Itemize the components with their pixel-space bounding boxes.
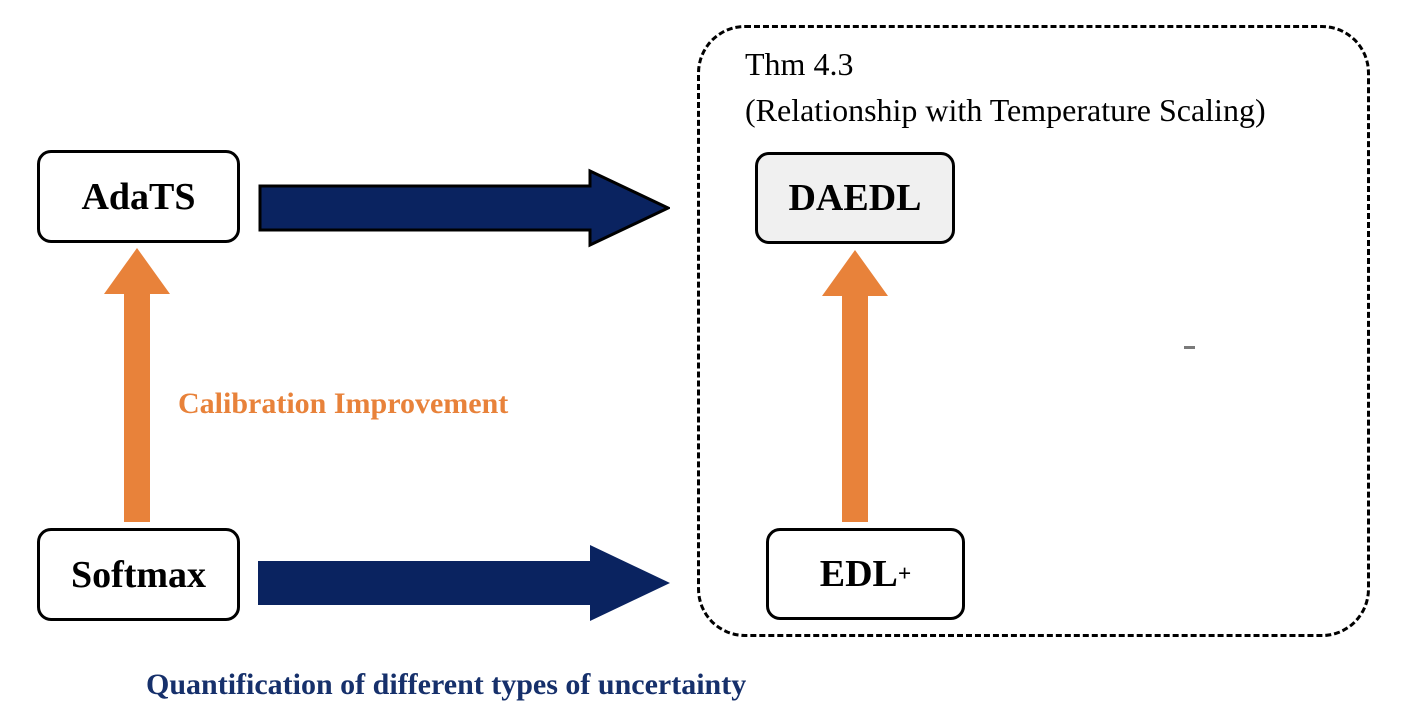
arrow-softmax-to-edl-plus <box>258 545 670 621</box>
theorem-group-box <box>697 25 1370 637</box>
node-adats[interactable]: AdaTS <box>37 150 240 243</box>
node-edl-plus[interactable]: EDL+ <box>766 528 965 620</box>
node-daedl[interactable]: DAEDL <box>755 152 955 244</box>
calibration-improvement-label: Calibration Improvement <box>178 387 509 420</box>
arrow-edl-plus-to-daedl <box>822 250 888 522</box>
theorem-group-title: Thm 4.3 (Relationship with Temperature S… <box>745 46 1266 129</box>
stray-dash-mark <box>1184 346 1195 349</box>
uncertainty-quantification-caption: Quantification of different types of unc… <box>146 668 747 701</box>
node-softmax-label: Softmax <box>70 553 207 596</box>
node-adats-label: AdaTS <box>81 175 196 218</box>
arrow-softmax-to-adats <box>104 248 170 522</box>
node-edl-plus-label: EDL <box>819 553 898 595</box>
node-daedl-label: DAEDL <box>788 177 922 219</box>
node-softmax[interactable]: Softmax <box>37 528 240 621</box>
arrow-adats-to-daedl <box>258 168 670 248</box>
